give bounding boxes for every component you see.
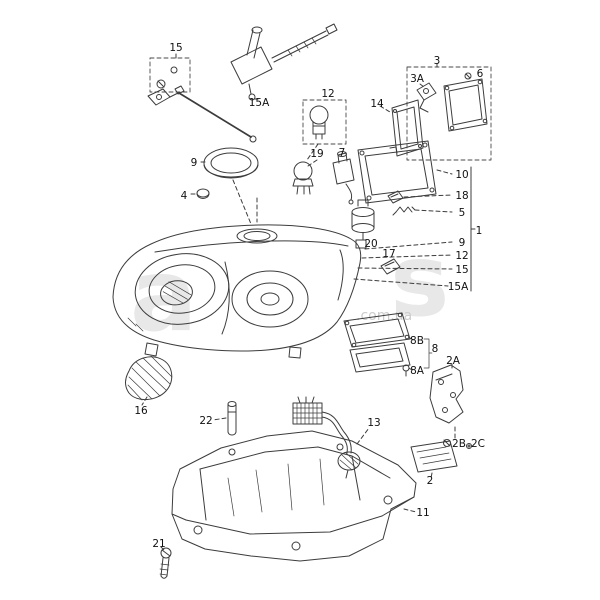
part-headlight-assembly: [112, 224, 362, 359]
callout-19: 19: [310, 148, 323, 160]
part-2c-bolt: [466, 443, 472, 449]
callout-10: 10: [455, 169, 468, 181]
callout-18: 18: [455, 190, 468, 202]
callout-17: 17: [382, 248, 395, 260]
callout-12: 12: [321, 88, 334, 100]
callout-4: 4: [181, 190, 188, 202]
callout-8: 8: [432, 343, 439, 355]
callout-15A: 15A: [448, 281, 469, 293]
watermark: a s .com.ua: [130, 222, 450, 354]
part-2a-bracket: [429, 364, 464, 424]
callout-15A: 15A: [249, 97, 270, 109]
part-21-bolt: [159, 547, 172, 579]
part-14-seal: [391, 99, 424, 157]
watermark-domain: .com.ua: [356, 308, 412, 324]
part-10-mounting-frame: [357, 140, 437, 204]
group-box-3: [406, 66, 492, 161]
part-13-wiring-harness: [292, 396, 361, 479]
callout-21: 21: [152, 538, 165, 550]
callout-8A: 8A: [410, 365, 425, 377]
watermark-letter: a: [130, 237, 197, 354]
part-2b-bolt: [443, 439, 451, 447]
callout-bracket: [470, 166, 476, 292]
part-6-control-module: [443, 72, 488, 132]
callout-3A: 3A: [410, 73, 425, 85]
callout-8B: 8B: [410, 335, 424, 347]
callout-2C: 2C: [471, 438, 485, 450]
part-17-clip: [380, 258, 401, 275]
callout-9: 9: [459, 237, 466, 249]
callout-16: 16: [134, 405, 148, 417]
callout-3: 3: [434, 55, 441, 67]
part-9-cover-cap: [203, 147, 259, 179]
callout-2: 2: [427, 475, 434, 487]
callout-5: 5: [459, 207, 466, 219]
callout-6: 6: [477, 68, 484, 80]
callout-9: 9: [191, 157, 198, 169]
part-8-control-module: [343, 312, 433, 377]
callout-11: 11: [416, 507, 429, 519]
watermark-letter: s: [390, 222, 450, 339]
part-3a-clip: [416, 82, 437, 113]
callout-7: 7: [339, 147, 346, 159]
part-12-bulb: [302, 99, 347, 145]
callout-12: 12: [455, 250, 468, 262]
part-19-bulb: [292, 161, 314, 195]
part-16-cover: [125, 355, 173, 401]
callout-1: 1: [476, 225, 483, 237]
part-20-bulb-igniter: [351, 199, 375, 249]
leader-lines: [141, 53, 456, 551]
part-15a-leveling-motor: [230, 23, 338, 101]
part-18-clip: [387, 190, 404, 204]
part-15-bracket: [147, 57, 257, 143]
callout-20: 20: [364, 238, 377, 250]
callout-22: 22: [199, 415, 212, 427]
part-22-pin: [227, 401, 237, 436]
callout-14: 14: [370, 98, 384, 110]
part-4-cap: [196, 188, 210, 199]
callout-15: 15: [455, 264, 468, 276]
callout-2B: 2B: [452, 438, 466, 450]
callout-13: 13: [367, 417, 380, 429]
part-7-igniter: [332, 151, 355, 205]
part-11-carrier-frame: [171, 430, 417, 562]
part-2-module: [410, 440, 458, 473]
part-5-spring-clip: [392, 206, 416, 216]
callout-2A: 2A: [446, 355, 461, 367]
callout-15: 15: [169, 42, 182, 54]
